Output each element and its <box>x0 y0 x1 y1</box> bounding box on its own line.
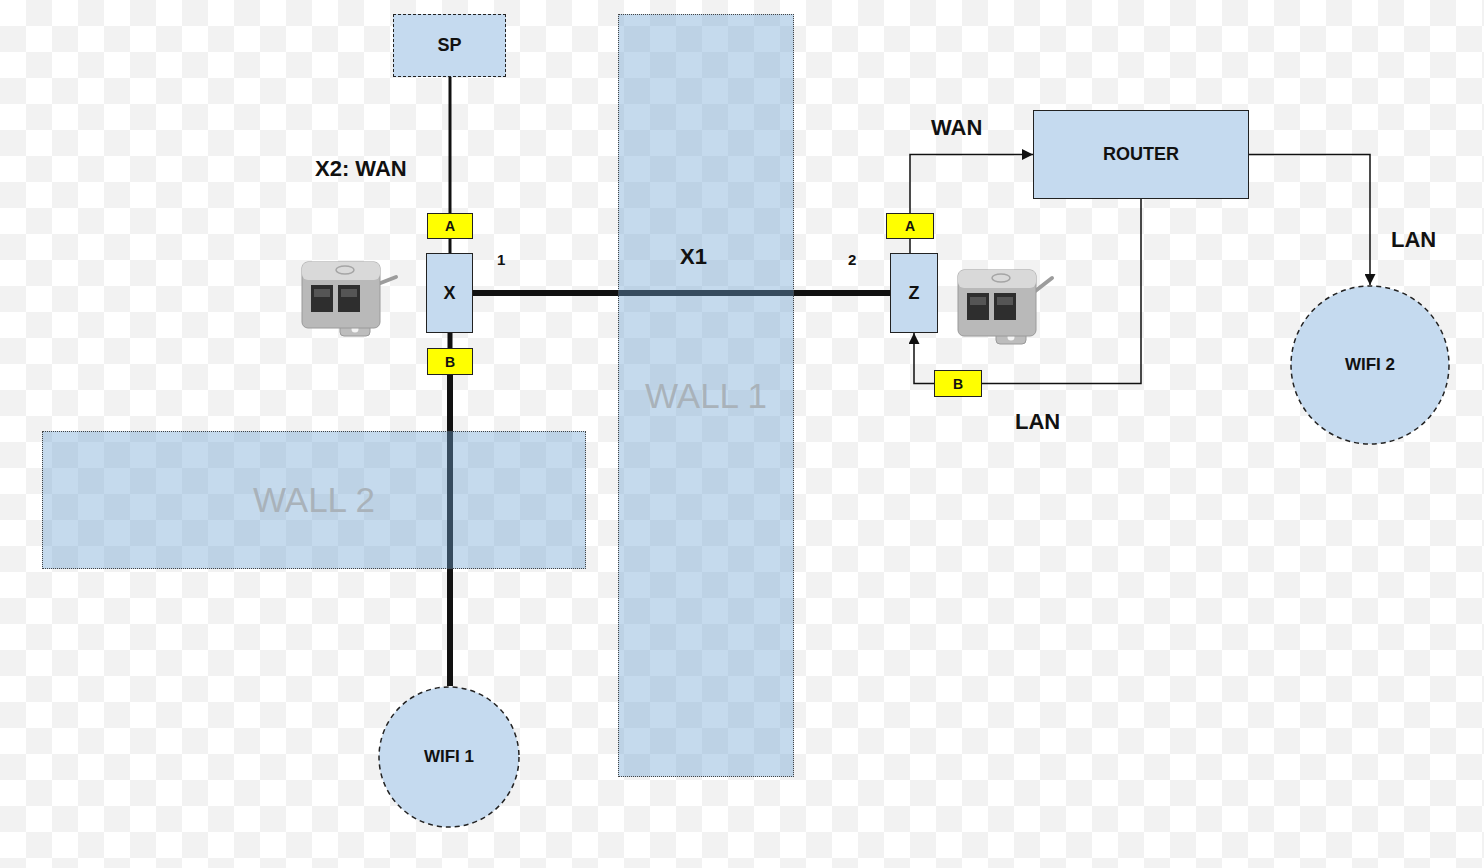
node-text: B <box>953 376 963 392</box>
wifi-circle: WIFI 2 <box>1290 285 1450 445</box>
callout-number: 1 <box>497 251 505 268</box>
node-text: WALL 1 <box>645 376 767 416</box>
node-text: SP <box>437 35 461 56</box>
wall-band: WALL 2 <box>42 431 586 569</box>
node-text: WIFI 1 <box>424 747 474 767</box>
node-text: WIFI 2 <box>1345 355 1395 375</box>
splitter-picture <box>958 270 1052 344</box>
connector <box>909 239 911 253</box>
router-box: ROUTER <box>1033 110 1249 199</box>
splitter-box: X <box>426 253 473 333</box>
wall-band: WALL 1 <box>618 14 794 777</box>
link-label: WAN <box>931 115 982 141</box>
node-text: A <box>445 218 455 234</box>
connector <box>448 333 453 348</box>
node-text: A <box>905 218 915 234</box>
connector <box>914 333 934 384</box>
circle-shape <box>1291 286 1449 444</box>
node-text: WALL 2 <box>253 480 375 520</box>
port-tag: A <box>886 213 934 239</box>
link-label: LAN <box>1015 409 1060 435</box>
wifi-circle: WIFI 1 <box>378 686 520 828</box>
connector <box>449 77 452 213</box>
splitter-picture <box>302 262 396 336</box>
splitter-box: Z <box>890 253 938 333</box>
link-label: X2: WAN <box>315 156 407 182</box>
port-tag: A <box>427 213 473 239</box>
connector <box>982 199 1141 384</box>
port-tag: B <box>427 348 473 375</box>
callout-number: 2 <box>848 251 856 268</box>
node-text: ROUTER <box>1103 144 1179 165</box>
port-tag: B <box>934 370 982 397</box>
circle-shape <box>379 687 519 827</box>
node-text: B <box>445 354 455 370</box>
connector <box>449 239 452 253</box>
link-label: LAN <box>1391 227 1436 253</box>
connector <box>910 155 1033 214</box>
node-text: Z <box>909 283 920 304</box>
node-text: X <box>443 283 455 304</box>
cable-label: X1 <box>680 244 707 270</box>
connector <box>1249 155 1370 286</box>
provider-box: SP <box>393 14 506 77</box>
